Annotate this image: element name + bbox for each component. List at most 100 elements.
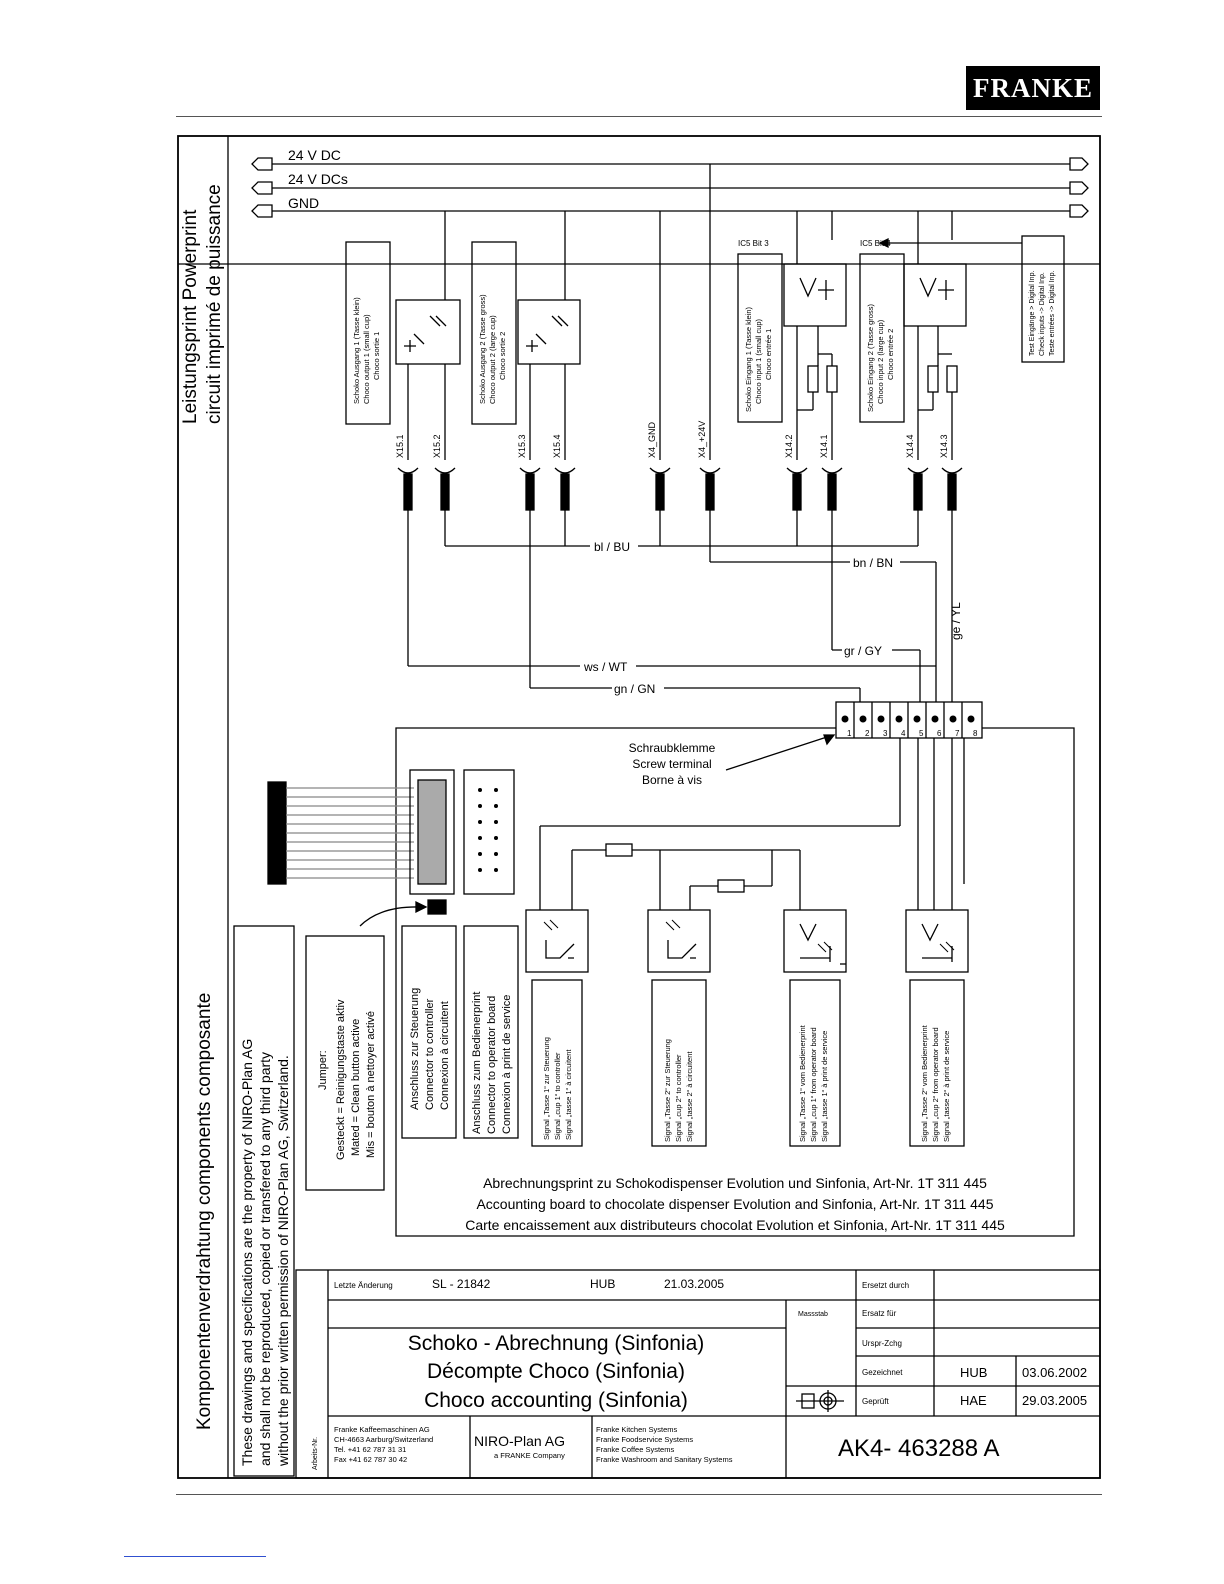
terminal-label-en: Screw terminal <box>632 757 711 771</box>
checked-date: 29.03.2005 <box>1022 1393 1087 1408</box>
terminal-label-de: Schraubklemme <box>629 741 716 755</box>
signal-3-line-2: Signal „cup 1“ from operator board <box>809 1027 818 1142</box>
franke-list-1: Franke Kitchen Systems <box>596 1425 678 1434</box>
section-label-components: Komponentenverdrahtung components compos… <box>194 993 215 1430</box>
connector-label-x15-3: X15.3 <box>517 434 527 458</box>
jumper-line-4: Mis = bouton à nettoyer activé <box>365 1011 377 1158</box>
drawn-label: Gezeichnet <box>862 1368 903 1377</box>
company-line-4: Fax +41 62 787 30 42 <box>334 1455 407 1464</box>
change-number: SL - 21842 <box>432 1277 491 1291</box>
wire-label-yellow: ge / YL <box>949 602 963 640</box>
wire-label-blue: bl / BU <box>594 540 630 554</box>
franke-list-4: Franke Washroom and Sanitary Systems <box>596 1455 733 1464</box>
input-2-line-3: Choco entrée 2 <box>886 329 895 380</box>
connector-label-x14-1: X14.1 <box>819 434 829 458</box>
conn-op-line-3: Connexion à print de service <box>501 995 513 1134</box>
replaced-by-label: Ersetzt durch <box>862 1281 909 1290</box>
signal-1-line-1: Signal „Tasse 1“ zur Steuerung <box>542 1037 551 1140</box>
connector-label-x14-4: X14.4 <box>905 434 915 458</box>
board-caption-en: Accounting board to chocolate dispenser … <box>476 1196 993 1212</box>
drawn-date: 03.06.2002 <box>1022 1365 1087 1380</box>
input-2-line-1: Schoko Eingang 2 (Tasse gross) <box>866 304 875 412</box>
footer-rule <box>176 1494 1102 1495</box>
signal-2-line-3: Signal „tasse 2“ à circuitent <box>685 1051 694 1142</box>
franke-logo: FRANKE <box>966 66 1100 110</box>
input-1-line-1: Schoko Eingang 1 (Tasse klein) <box>744 306 753 412</box>
conn-op-line-2: Connector to operator board <box>486 996 498 1134</box>
jumper-line-3: Mated = Clean button active <box>350 1019 362 1156</box>
bus-24vdcs-label: 24 V DCs <box>288 171 348 187</box>
input-2-line-2: Choco input 2 (large cup) <box>876 319 885 404</box>
connector-label-x15-4: X15.4 <box>552 434 562 458</box>
signal-2-line-1: Signal „Tasse 2“ zur Steuerung <box>663 1039 672 1142</box>
company-line-2: CH-4663 Aarburg/Switzerland <box>334 1435 433 1444</box>
ic5-bit3-label: IC5 Bit 3 <box>738 239 769 248</box>
copyright-line-1: These drawings and specifications are th… <box>239 1039 255 1466</box>
signal-3-line-1: Signal „Tasse 1“ vom Bedienerprint <box>798 1024 807 1142</box>
connector-label-x14-3: X14.3 <box>939 434 949 458</box>
signal-2-line-2: Signal „cup 2“ to controller <box>674 1054 683 1142</box>
drawing-title-de: Schoko - Abrechnung (Sinfonia) <box>408 1332 705 1355</box>
bus-24vdc-label: 24 V DC <box>288 147 341 163</box>
test-note-line-2: Check inputs -> Digital Inp. <box>1039 272 1046 356</box>
wire-label-white: ws / WT <box>583 660 628 674</box>
replaces-label: Ersatz für <box>862 1309 897 1318</box>
signal-3-line-3: Signal „tasse 1“ à print de service <box>820 1031 829 1142</box>
signal-1-line-2: Signal „cup 1“ to controller <box>553 1052 562 1140</box>
terminal-number-3: 3 <box>883 729 888 738</box>
test-note-line-3: Teste entrées -> Digital Inp. <box>1049 271 1056 356</box>
terminal-number-7: 7 <box>955 729 960 738</box>
board-caption-fr: Carte encaissement aux distributeurs cho… <box>465 1217 1005 1233</box>
original-label: Urspr-Zchg <box>862 1339 902 1348</box>
footer-link-underline[interactable] <box>124 1556 266 1557</box>
drawing-title-en: Choco accounting (Sinfonia) <box>424 1389 688 1412</box>
section-label-powerprint-1: Leistungsprint Powerprint <box>180 209 201 424</box>
input-1-line-2: Choco input 1 (small cup) <box>754 318 763 404</box>
output-2-line-1: Schoko Ausgang 2 (Tasse gross) <box>478 294 487 404</box>
drawing-number: AK4- 463288 A <box>838 1435 999 1462</box>
input-1-line-3: Choco entrée 1 <box>764 329 773 380</box>
output-1-line-2: Choco output 1 (small cup) <box>362 314 371 404</box>
signal-4-line-2: Signal „cup 2“ from operator board <box>931 1027 940 1142</box>
change-date: 21.03.2005 <box>664 1277 724 1291</box>
jumper-line-2: Gesteckt = Reinigungstaste aktiv <box>335 999 347 1160</box>
checked-label: Geprüft <box>862 1397 889 1406</box>
signal-1-line-3: Signal „tasse 1“ à circuitent <box>564 1049 573 1140</box>
company-line-1: Franke Kaffeemaschinen AG <box>334 1425 430 1434</box>
drawing-frame <box>177 135 1101 1479</box>
terminal-number-8: 8 <box>973 729 978 738</box>
connector-label-x4-gnd: X4_GND <box>647 421 657 458</box>
terminal-number-4: 4 <box>901 729 906 738</box>
wire-label-grey: gr / GY <box>844 644 882 658</box>
output-1-line-1: Schoko Ausgang 1 (Tasse klein) <box>352 297 361 404</box>
drawn-by: HUB <box>960 1365 987 1380</box>
connector-label-x15-2: X15.2 <box>432 434 442 458</box>
test-note-line-1: Test Eingänge > Digital Inp. <box>1029 271 1036 356</box>
section-label-powerprint-2: circuit imprimé de puissance <box>204 184 225 424</box>
company-line-3: Tel. +41 62 787 31 31 <box>334 1445 406 1454</box>
niro-plan-name: NIRO-Plan AG <box>474 1433 565 1449</box>
terminal-number-6: 6 <box>937 729 942 738</box>
checked-by: HAE <box>960 1393 987 1408</box>
wire-label-brown: bn / BN <box>853 556 893 570</box>
signal-4-line-3: Signal „tasse 2“ à print de service <box>942 1031 951 1142</box>
copyright-line-3: without the prior written permission of … <box>275 1055 291 1467</box>
bus-gnd-label: GND <box>288 195 319 211</box>
conn-op-line-1: Anschluss zum Bedienerprint <box>471 992 483 1134</box>
franke-list-3: Franke Coffee Systems <box>596 1445 674 1454</box>
title-block-side-label: Arbeits-Nr. <box>312 1437 319 1470</box>
scale-label: Massstab <box>798 1311 828 1318</box>
output-1-line-3: Choco sortie 1 <box>372 332 381 380</box>
terminal-label-fr: Borne à vis <box>642 773 702 787</box>
signal-4-line-1: Signal „Tasse 2“ vom Bedienerprint <box>920 1024 929 1142</box>
conn-ctrl-line-1: Anschluss zur Steuerung <box>409 988 421 1110</box>
conn-ctrl-line-2: Connector to controller <box>424 998 436 1110</box>
drawing-title-fr: Décompte Choco (Sinfonia) <box>427 1360 685 1383</box>
franke-list-2: Franke Foodservice Systems <box>596 1435 693 1444</box>
output-2-line-3: Choco sortie 2 <box>498 332 507 380</box>
board-caption-de: Abrechnungsprint zu Schokodispenser Evol… <box>483 1175 987 1191</box>
ic5-bit4-label: IC5 Bit 4 <box>860 239 891 248</box>
change-by: HUB <box>590 1277 615 1291</box>
last-change-label: Letzte Änderung <box>334 1281 393 1290</box>
